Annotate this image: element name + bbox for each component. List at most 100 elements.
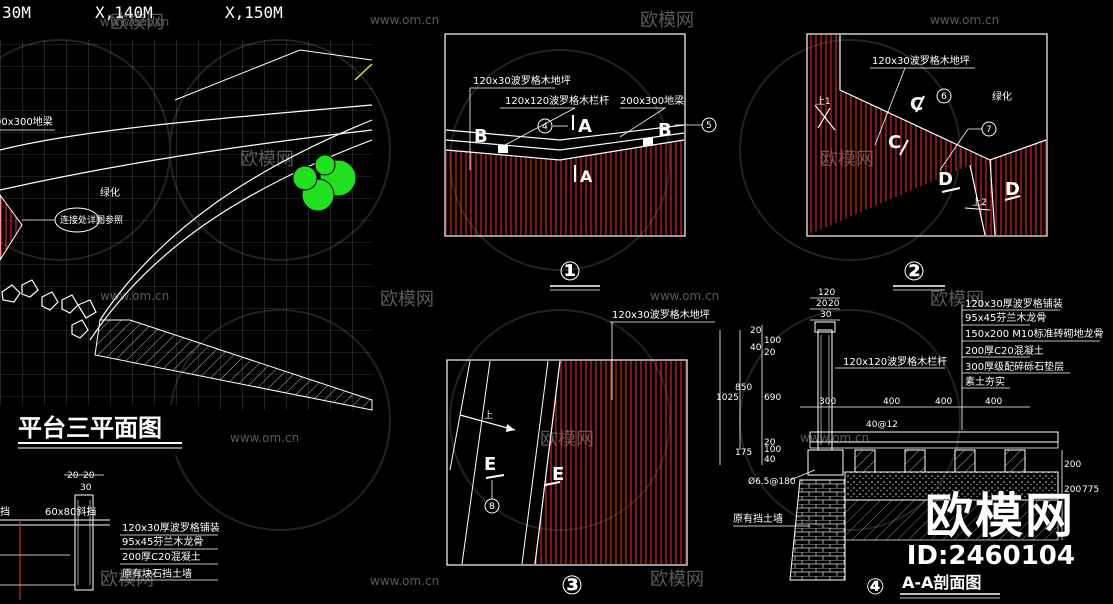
svg-text:400: 400 (935, 397, 952, 407)
section-aa: 120 20 20 30 20 100 40 20 850 690 1025 2… (716, 288, 1104, 600)
watermark-cn: 欧模网 (930, 289, 984, 310)
layer-label: 300厚级配碎砾石垫层 (965, 360, 1064, 373)
ref-number: 4 (542, 122, 548, 132)
svg-text:20: 20 (83, 471, 95, 481)
ref-number: 5 (706, 121, 712, 131)
svg-text:20: 20 (67, 471, 79, 481)
detail-1: 120x30波罗格木地坪 120x120波罗格木栏杆 200x300地梁 A A… (444, 33, 717, 291)
detail1-number: ① (559, 257, 581, 287)
cut-label: C (910, 94, 923, 115)
cut-label: A (580, 167, 593, 186)
rail-label: 120x120波罗格木栏杆 (843, 355, 947, 368)
slope-arrow-label: 上1 (816, 96, 831, 107)
detail-3: 120x30波罗格木地坪 上 E E 8 ③ (446, 308, 715, 601)
detail1-label: 120x120波罗格木栏杆 (505, 94, 609, 107)
brand-name: 欧模网 (924, 488, 1075, 544)
wall-label: 原有挡土墙 (733, 512, 783, 525)
detail3-number: ③ (561, 571, 583, 601)
svg-text:1025: 1025 (716, 393, 739, 403)
svg-text:200: 200 (1064, 485, 1081, 495)
section-title: A-A剖面图 (902, 573, 981, 592)
svg-text:20: 20 (816, 299, 828, 309)
cut-label: D (938, 169, 953, 190)
layer-label: 95x45芬兰木龙骨 (965, 311, 1046, 324)
layer-label: 200厚C20混凝土 (965, 344, 1044, 357)
ref-number: 8 (489, 502, 495, 512)
tree-symbols (292, 154, 357, 212)
cut-label: B (474, 126, 488, 147)
svg-text:20: 20 (764, 348, 776, 358)
brand-watermark: 欧模网 ID:2460104 (907, 490, 1075, 570)
slope-arrow-label: 上 (484, 410, 493, 421)
watermark-cn: 欧模网 (100, 569, 154, 590)
cut-label: D (1005, 179, 1020, 200)
layer-label: 120x30厚波罗格铺装 (965, 297, 1063, 310)
detail2-number: ② (903, 257, 925, 287)
layer-label: 150x200 M10标准砖砌地龙骨 (965, 327, 1104, 340)
svg-text:775: 775 (1082, 485, 1099, 495)
coord-label: X,150M (225, 3, 283, 22)
callout-bubble-text: 连接处详图参照 (60, 214, 123, 226)
slope-arrow-label: 上2 (972, 197, 987, 208)
left-section-detail: 20 20 30 挡 60x80斜挡 120x30厚波罗格铺装 95x45芬兰木… (0, 471, 220, 600)
detail-2: 120x30波罗格木地坪 绿化 C C D D 6 7 上1 上2 ② (806, 33, 1048, 291)
watermark-cn: 欧模网 (640, 10, 694, 31)
section-layer: 95x45芬兰木龙骨 (122, 535, 203, 548)
layer-label: 素土夯实 (965, 375, 1005, 388)
beam-label: 00x300地梁 (0, 115, 53, 128)
section-layer: 120x30厚波罗格铺装 (122, 521, 220, 534)
svg-text:850: 850 (735, 383, 752, 393)
detail1-label: 200x300地梁 (620, 94, 684, 107)
section-layer: 原有块石挡土墙 (122, 567, 192, 580)
detail3-label: 120x30波罗格木地坪 (612, 308, 710, 321)
svg-text:40: 40 (764, 455, 776, 465)
detail1-label: 120x30波罗格木地坪 (473, 74, 571, 87)
ref-number: 7 (986, 125, 992, 135)
svg-text:30: 30 (80, 483, 92, 493)
watermark-url: www.om.cn (100, 15, 169, 29)
svg-text:400: 400 (985, 397, 1002, 407)
cut-label: E (484, 454, 496, 475)
section-layer: 200厚C20混凝土 (122, 550, 201, 563)
svg-text:690: 690 (764, 393, 781, 403)
svg-text:120: 120 (818, 288, 835, 298)
section-note: 60x80斜挡 (45, 505, 96, 518)
svg-text:100: 100 (764, 336, 781, 346)
cut-label: B (658, 120, 672, 141)
svg-text:200: 200 (1064, 460, 1081, 470)
svg-text:20: 20 (764, 438, 776, 448)
watermark-cn: 欧模网 (650, 569, 704, 590)
section-number: ④ (866, 575, 885, 600)
watermark-cn: 欧模网 (110, 12, 164, 33)
greenery-label: 绿化 (100, 186, 120, 199)
svg-text:175: 175 (735, 448, 752, 458)
cut-label: E (552, 464, 564, 485)
detail2-label: 120x30波罗格木地坪 (872, 54, 970, 67)
watermark-url: www.om.cn (650, 289, 719, 303)
cut-label: A (578, 116, 592, 137)
platform-plan: 30M X,140M X,150M 绿化 00x300地梁 (0, 3, 373, 455)
section-note: 挡 (0, 505, 10, 518)
plan-title: 平台三平面图 (18, 414, 162, 442)
svg-text:40: 40 (750, 343, 762, 353)
cut-label: C (888, 132, 901, 153)
coord-label: X,140M (95, 3, 153, 22)
svg-text:300: 300 (819, 397, 836, 407)
brand-id: ID:2460104 (906, 541, 1075, 571)
rebar-label: Ø6.5@180 (748, 476, 796, 487)
watermark-url: www.om.cn (370, 574, 439, 588)
svg-text:400: 400 (883, 397, 900, 407)
ref-number: 6 (941, 92, 947, 102)
svg-text:20: 20 (828, 299, 840, 309)
svg-text:100: 100 (764, 445, 781, 455)
detail2-label: 绿化 (992, 90, 1012, 103)
svg-text:30: 30 (820, 310, 832, 320)
coord-label: 30M (2, 3, 31, 22)
svg-text:40@12: 40@12 (866, 420, 898, 430)
watermark-url: www.om.cn (930, 13, 999, 27)
svg-text:20: 20 (750, 326, 762, 336)
watermark-url: www.om.cn (370, 13, 439, 27)
watermark-cn: 欧模网 (380, 289, 434, 310)
watermark-url: www.om.cn (230, 431, 299, 445)
